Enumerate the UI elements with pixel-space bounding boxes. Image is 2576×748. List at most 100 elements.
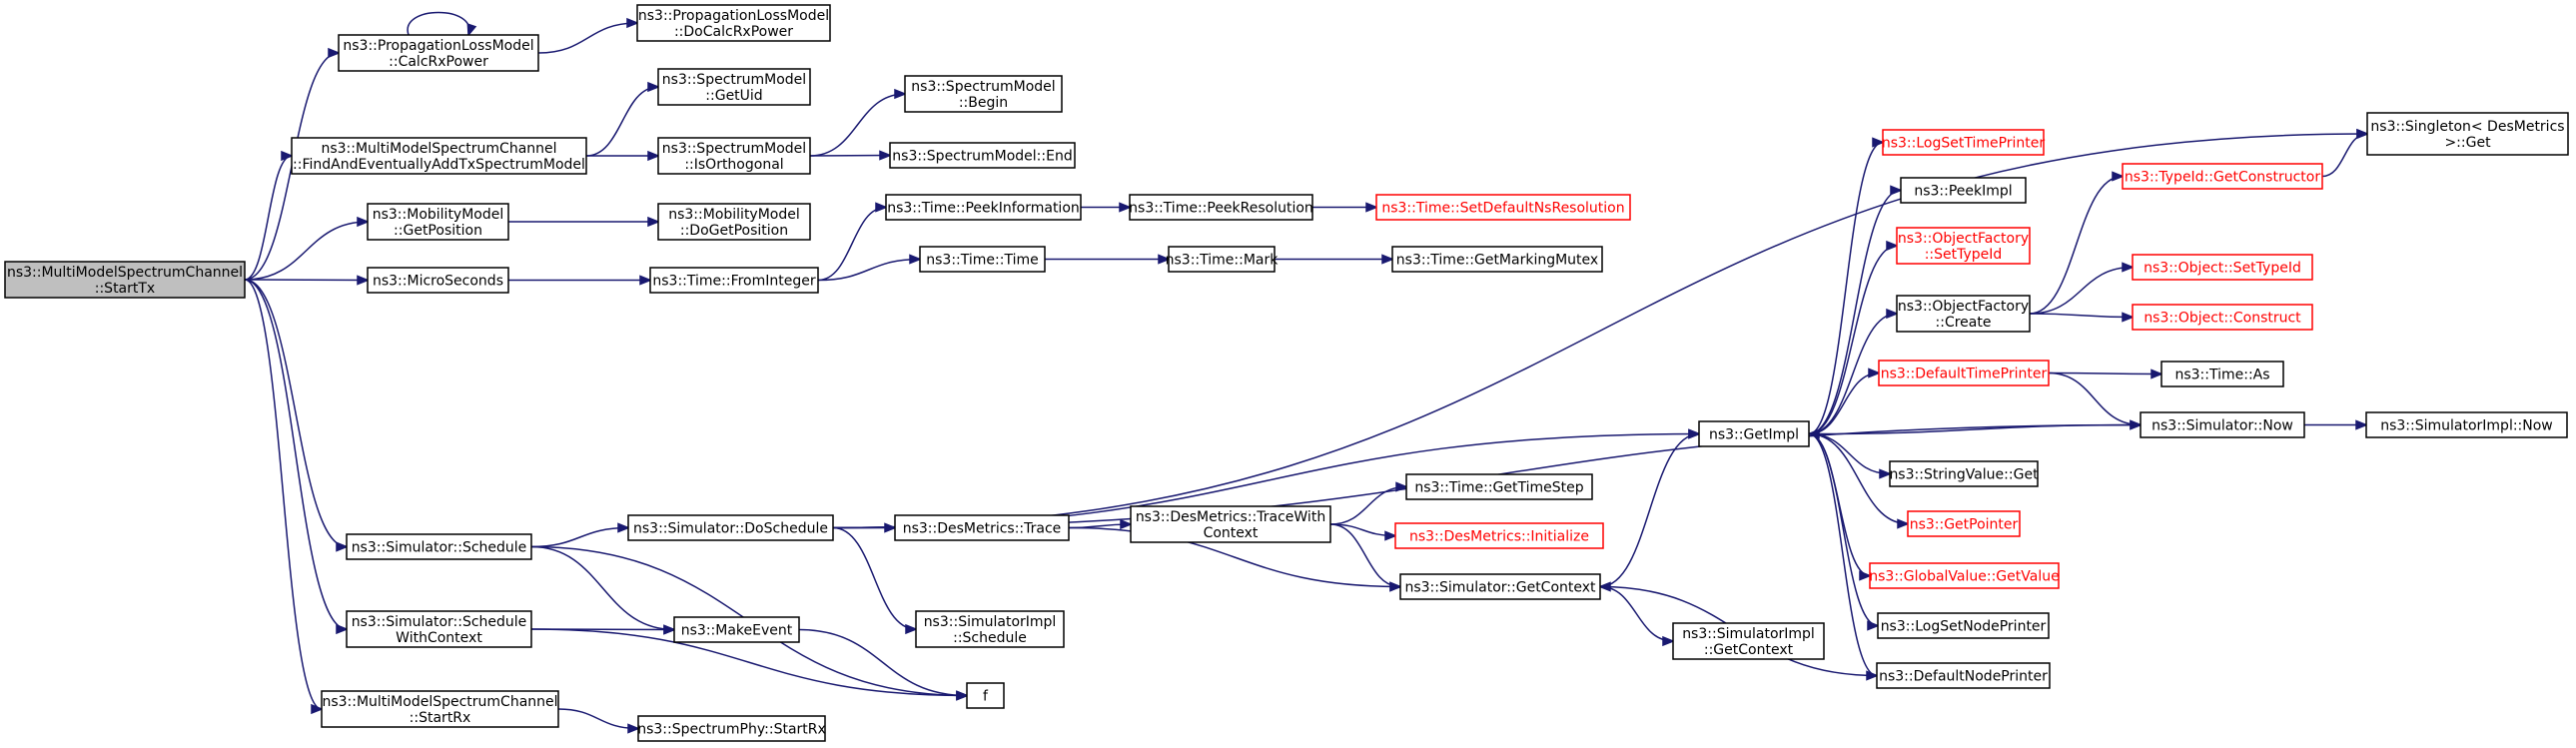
edge-make-event-to-f	[798, 628, 970, 701]
edge-arrowhead	[311, 703, 325, 715]
node-label: ::StartRx	[410, 710, 471, 726]
node-time-time[interactable]: ns3::Time::Time	[919, 246, 1046, 273]
node-box	[291, 137, 587, 175]
node-box	[919, 246, 1046, 273]
node-des-initialize[interactable]: ns3::DesMetrics::Initialize	[1394, 522, 1604, 549]
node-get-marking-mutex[interactable]: ns3::Time::GetMarkingMutex	[1391, 246, 1603, 273]
node-start-tx[interactable]: ns3::MultiModelSpectrumChannel::StartTx	[4, 261, 246, 299]
node-singleton-get[interactable]: ns3::Singleton< DesMetrics >::Get	[2366, 112, 2569, 156]
node-log-set-node-printer[interactable]: ns3::LogSetNodePrinter	[1877, 612, 2050, 639]
node-label: ns3::MobilityModel	[373, 207, 504, 223]
node-find-and-add[interactable]: ns3::MultiModelSpectrumChannel::FindAndE…	[291, 137, 587, 175]
node-get-pointer[interactable]: ns3::GetPointer	[1907, 510, 2021, 537]
edge-line	[1808, 423, 2142, 435]
node-impl-get-context[interactable]: ns3::SimulatorImpl::GetContext	[1672, 622, 1825, 660]
node-label: ns3::Simulator::Now	[2151, 418, 2293, 434]
edge-line	[537, 22, 638, 54]
node-impl-schedule[interactable]: ns3::SimulatorImpl::Schedule	[915, 610, 1065, 648]
node-box	[2140, 411, 2305, 438]
node-do-calc-rx-power[interactable]: ns3::PropagationLossModel::DoCalcRxPower	[636, 4, 831, 42]
node-default-time-printer[interactable]: ns3::DefaultTimePrinter	[1878, 360, 2050, 386]
node-f[interactable]: f	[966, 682, 1005, 709]
node-get-constructor[interactable]: ns3::TypeId::GetConstructor	[2122, 163, 2323, 190]
edge-line	[2029, 266, 2134, 315]
edge-of-create-to-obj-set-type-id	[2029, 262, 2136, 315]
node-make-event[interactable]: ns3::MakeEvent	[673, 616, 800, 643]
node-peek-resolution[interactable]: ns3::Time::PeekResolution	[1129, 194, 1313, 221]
edge-arrowhead	[1688, 428, 1702, 439]
node-get-position[interactable]: ns3::MobilityModel::GetPosition	[367, 203, 509, 241]
edge-get-impl-to-of-set-type-id	[1808, 240, 1900, 435]
node-label: Context	[1204, 525, 1259, 541]
node-from-integer[interactable]: ns3::Time::FromInteger	[649, 267, 819, 294]
edge-line	[1808, 141, 1884, 435]
edge-default-time-printer-to-time-as	[2048, 369, 2164, 379]
node-label: ::IsOrthogonal	[684, 157, 783, 173]
node-global-value-get[interactable]: ns3::GlobalValue::GetValue	[1869, 562, 2060, 589]
node-start-rx[interactable]: ns3::MultiModelSpectrumChannel::StartRx	[321, 690, 559, 728]
node-label: WithContext	[396, 630, 482, 646]
node-is-orthogonal[interactable]: ns3::SpectrumModel::IsOrthogonal	[657, 137, 811, 175]
node-micro-seconds[interactable]: ns3::MicroSeconds	[367, 267, 509, 294]
edge-calc-rx-power-to-do-calc-rx-power	[537, 17, 640, 54]
edge-get-impl-to-log-set-node-printer	[1808, 432, 1881, 631]
node-set-default-ns-resolution[interactable]: ns3::Time::SetDefaultNsResolution	[1375, 194, 1631, 221]
node-label: ::CalcRxPower	[389, 54, 488, 70]
node-impl-now[interactable]: ns3::SimulatorImpl::Now	[2365, 411, 2568, 438]
node-sm-end[interactable]: ns3::SpectrumModel::End	[889, 142, 1076, 169]
node-string-value-get[interactable]: ns3::StringValue::Get	[1889, 460, 2039, 487]
node-box	[1877, 612, 2050, 639]
edge-arrowhead	[336, 541, 350, 552]
node-time-as[interactable]: ns3::Time::As	[2160, 361, 2284, 387]
edge-arrowhead	[1381, 254, 1395, 265]
node-of-create[interactable]: ns3::ObjectFactory::Create	[1896, 295, 2031, 333]
edge-line	[530, 545, 675, 631]
edge-line	[2029, 313, 2134, 319]
node-log-set-time-printer[interactable]: ns3::LogSetTimePrinter	[1882, 129, 2046, 156]
node-schedule[interactable]: ns3::Simulator::Schedule	[346, 533, 532, 560]
edge-find-and-add-to-get-uid	[585, 81, 661, 157]
edge-get-position-to-do-get-position	[508, 216, 661, 228]
node-get-context[interactable]: ns3::Simulator::GetContext	[1399, 573, 1601, 600]
edge-line	[244, 279, 323, 710]
edge-arrowhead	[1597, 581, 1611, 592]
node-box	[657, 203, 811, 241]
node-calc-rx-power[interactable]: ns3::PropagationLossModel::CalcRxPower	[338, 34, 539, 72]
node-label: >::Get	[2444, 135, 2491, 151]
node-peek-impl[interactable]: ns3::PeekImpl	[1900, 177, 2027, 204]
edge-arrowhead	[1395, 481, 1409, 492]
node-do-get-position[interactable]: ns3::MobilityModel::DoGetPosition	[657, 203, 811, 241]
edge-schedule-to-make-event	[530, 545, 677, 635]
node-time-mark[interactable]: ns3::Time::Mark	[1166, 246, 1280, 273]
node-label: ns3::MobilityModel	[668, 207, 800, 223]
edge-arrowhead	[626, 17, 640, 29]
edge-is-orthogonal-to-sm-end	[809, 150, 893, 161]
node-obj-set-type-id[interactable]: ns3::Object::SetTypeId	[2132, 254, 2313, 281]
node-box	[1168, 246, 1276, 273]
node-do-schedule[interactable]: ns3::Simulator::DoSchedule	[627, 514, 834, 541]
node-peek-information[interactable]: ns3::Time::PeekInformation	[885, 194, 1082, 221]
node-get-time-step[interactable]: ns3::Time::GetTimeStep	[1405, 473, 1593, 500]
node-sm-begin[interactable]: ns3::SpectrumModel::Begin	[904, 75, 1063, 113]
node-box	[627, 514, 834, 541]
edge-peek-information-to-peek-resolution	[1081, 202, 1133, 213]
edge-do-schedule-to-impl-schedule	[832, 526, 919, 635]
node-box	[346, 610, 532, 648]
node-des-trace[interactable]: ns3::DesMetrics::Trace	[894, 514, 1070, 541]
node-box	[889, 142, 1076, 169]
node-sim-now[interactable]: ns3::Simulator::Now	[2140, 411, 2305, 438]
node-label: ns3::MultiModelSpectrumChannel	[322, 694, 557, 710]
node-box	[966, 682, 1005, 709]
node-get-impl[interactable]: ns3::GetImpl	[1698, 420, 1810, 447]
node-box	[657, 68, 811, 106]
edge-trace-with-context-to-des-initialize	[1329, 523, 1398, 541]
edge-line	[1808, 189, 1902, 435]
node-phy-start-rx[interactable]: ns3::SpectrumPhy::StartRx	[637, 715, 826, 742]
node-default-node-printer[interactable]: ns3::DefaultNodePrinter	[1876, 662, 2051, 689]
node-of-set-type-id[interactable]: ns3::ObjectFactory::SetTypeId	[1896, 227, 2031, 265]
node-label: ns3::Time::GetTimeStep	[1414, 480, 1583, 496]
node-obj-construct[interactable]: ns3::Object::Construct	[2132, 304, 2313, 331]
node-get-uid[interactable]: ns3::SpectrumModel::GetUid	[657, 68, 811, 106]
